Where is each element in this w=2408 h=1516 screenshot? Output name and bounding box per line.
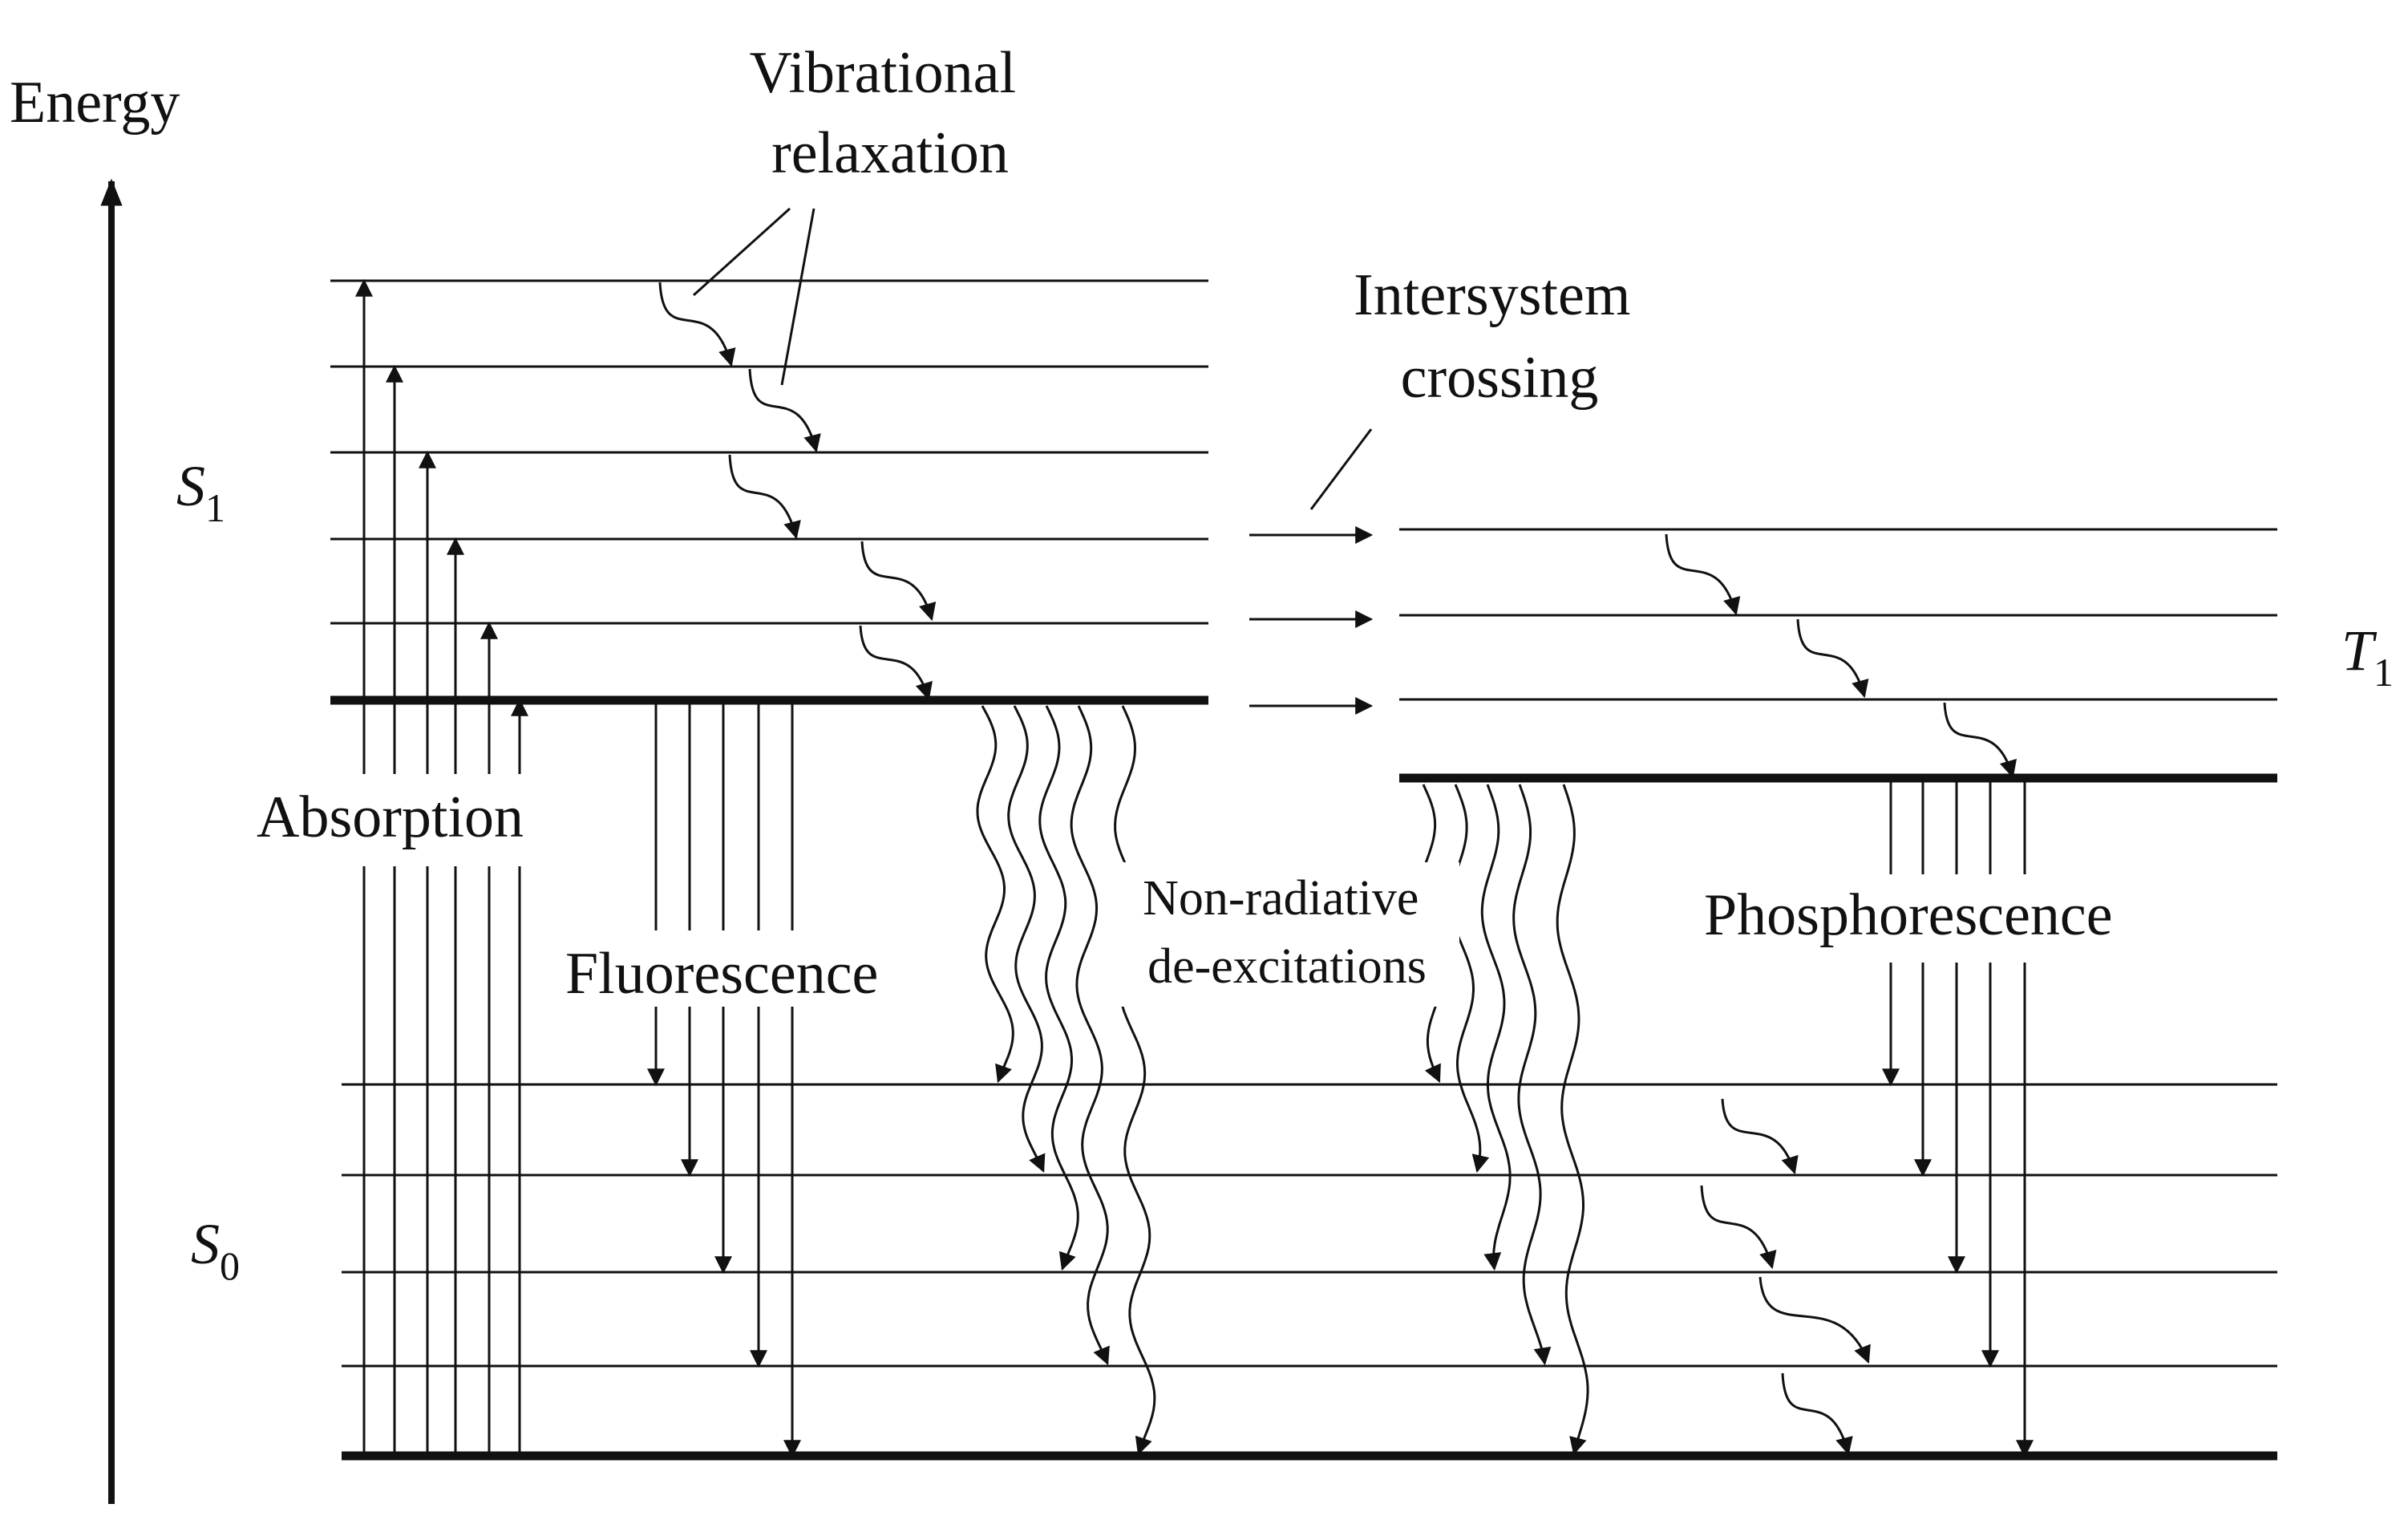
vibrational-leader-line — [692, 207, 791, 297]
non-radiative-arrows — [976, 705, 1589, 1456]
non-radiative-arrow — [1070, 705, 1110, 1366]
vibrational-relaxation-arrow — [728, 454, 801, 540]
non-radiative-arrow — [1512, 784, 1552, 1366]
state-label-t1: T1 — [2341, 618, 2394, 695]
absorption-label: Absorption — [257, 784, 524, 850]
fluorescence-arrows — [647, 704, 801, 1458]
vibrational-relaxation-arrow — [1758, 1276, 1871, 1364]
fluorescence-label: Fluorescence — [565, 941, 878, 1007]
vibrational-relaxation-label: Vibrational relaxation — [749, 40, 1030, 186]
absorption-arrows — [355, 278, 528, 1456]
non-radiative-arrow — [1556, 784, 1589, 1456]
vibrational-relaxation-arrow — [1665, 533, 1741, 616]
vibrational-relaxation-arrow — [748, 368, 821, 453]
vibrational-relaxation-arrow — [1943, 702, 2017, 779]
non-radiative-arrow — [1480, 784, 1512, 1271]
vibrational-relaxation-arrow — [1781, 1372, 1853, 1456]
intersystem-crossing-label: Intersystem crossing — [1354, 262, 1645, 411]
energy-axis-label: Energy — [10, 70, 180, 136]
intersystem-crossing-arrows — [1249, 526, 1374, 715]
vibrational-relaxation-arrow — [658, 282, 736, 367]
state-label-s1: S1 — [176, 454, 225, 530]
vibrational-relaxation-arrow — [860, 541, 937, 622]
vibrational-leader-line — [780, 208, 815, 386]
vibrational-relaxation-arrows — [658, 282, 2017, 1456]
non-radiative-arrow — [1038, 705, 1079, 1271]
non-radiative-arrow — [1449, 784, 1490, 1173]
vibrational-relaxation-arrow — [1721, 1098, 1799, 1175]
vibrational-relaxation-arrow — [1700, 1185, 1777, 1270]
intersystem-leader-line — [1309, 428, 1373, 510]
non-radiative-label: Non-radiative de-excitations — [1143, 871, 1431, 994]
non-radiative-arrow — [976, 705, 1014, 1084]
non-radiative-arrow — [1114, 705, 1156, 1456]
non-radiative-arrow — [1007, 705, 1046, 1173]
phosphorescence-label: Phosphorescence — [1704, 882, 2113, 948]
vibrational-relaxation-arrow — [1796, 618, 1869, 699]
vibrational-relaxation-arrow — [859, 625, 933, 701]
state-label-s0: S0 — [191, 1212, 240, 1288]
